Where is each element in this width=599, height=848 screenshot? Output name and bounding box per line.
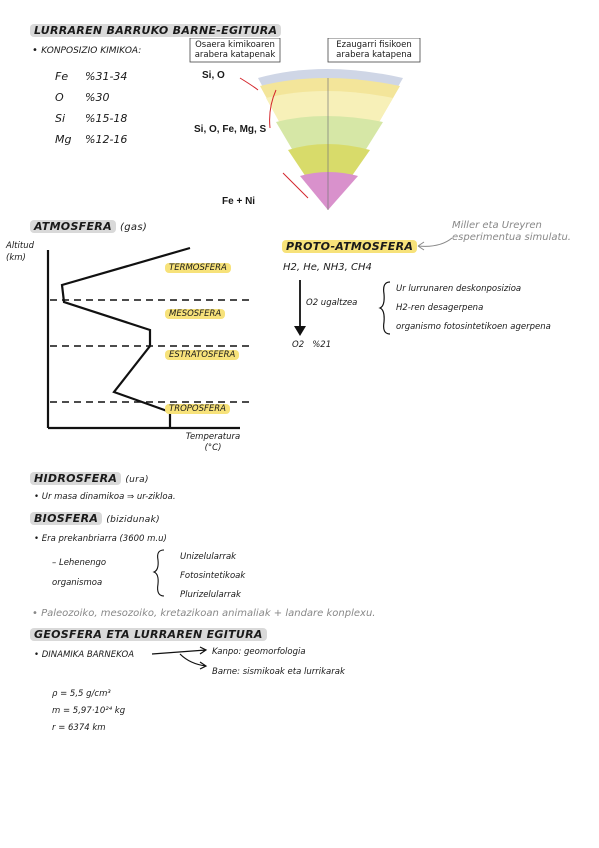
layer-label-stratosphere: Estratosfera bbox=[165, 350, 240, 360]
o2-result: O2 %21 bbox=[292, 340, 332, 350]
earth-wedge-svg bbox=[189, 37, 421, 210]
composition-row: Fe%31-34 bbox=[55, 70, 128, 83]
cause-item: Ur lurrunaren deskonposizioa bbox=[396, 284, 522, 294]
earth-mass: m = 5,97·10²⁴ kg bbox=[52, 706, 126, 716]
diagram-label-mantle: Si, O, Fe, Mg, S bbox=[194, 124, 267, 135]
causes-list: Ur lurrunaren deskonposizioa H2-ren desa… bbox=[396, 280, 551, 337]
external-dynamics: Kanpo: geomorfologia bbox=[212, 647, 306, 657]
layer-label-mesosphere: Mesosfera bbox=[165, 309, 226, 319]
section-title-geosphere: Geosfera eta lurraren egitura bbox=[30, 628, 267, 641]
earth-stats: ρ = 5,5 g/cm³ m = 5,97·10²⁴ kg r = 6374 … bbox=[52, 686, 125, 737]
proto-atmosphere-title: Proto-atmosfera bbox=[282, 240, 418, 253]
organism-brace bbox=[152, 549, 165, 597]
layer-label-troposphere: Troposfera bbox=[165, 404, 230, 414]
composition-row: Mg%12-16 bbox=[55, 133, 128, 146]
diagram-box-physical: Ezaugarri fisikoen arabera katapena bbox=[336, 40, 412, 60]
o2-arrow bbox=[294, 280, 306, 336]
precambrian-line: • Era prekanbriarra (3600 m.u) bbox=[34, 534, 167, 544]
dynamics-bullet: • Dinamika barnekoa bbox=[34, 650, 135, 660]
section-title-atmosphere: Atmosfera (gas) bbox=[30, 220, 147, 233]
dynamics-arrows bbox=[151, 646, 208, 670]
miller-urey-note: Miller eta Ureyren esperimentua simulatu… bbox=[452, 220, 571, 243]
section-title-biosphere: Biosfera (bizidunak) bbox=[30, 512, 160, 525]
atmosphere-x-axis-label: Temperatura (°C) bbox=[185, 432, 241, 453]
section-title-earth-structure: Lurraren barruko barne-egitura bbox=[30, 24, 282, 37]
layer-label-thermosphere: Termosfera bbox=[165, 263, 231, 273]
composition-row: O%30 bbox=[55, 91, 110, 104]
proto-atmosphere-formula: H2, He, NH3, CH4 bbox=[283, 262, 372, 273]
earth-radius: r = 6374 km bbox=[52, 723, 106, 733]
internal-dynamics: Barne: sismikoak eta lurrikarak bbox=[212, 667, 345, 677]
atmosphere-y-axis-label: Altitud (km) bbox=[6, 241, 34, 263]
diagram-box-chemical: Osaera kimikoaren arabera katapenak bbox=[194, 40, 276, 60]
composition-list: Fe%31-34 O%30 Si%15-18 Mg%12-16 bbox=[55, 66, 127, 150]
paleozoic-note: • Paleozoiko, mesozoiko, kretazikoan ani… bbox=[32, 608, 376, 619]
earth-structure-diagram: Osaera kimikoaren arabera katapenak Ezau… bbox=[188, 37, 428, 213]
organism-item: Unizelularrak bbox=[180, 552, 237, 562]
diagram-label-crust: Si, O bbox=[202, 70, 225, 81]
organism-item: Plurizelularrak bbox=[180, 590, 241, 600]
cause-item: organismo fotosintetikoen agerpena bbox=[396, 322, 551, 332]
note-arrow bbox=[417, 237, 453, 251]
diagram-label-core: Fe + Ni bbox=[222, 196, 256, 207]
o2-increase-label: O2 ugaltzea bbox=[306, 298, 358, 308]
earth-density: ρ = 5,5 g/cm³ bbox=[52, 689, 111, 699]
section-title-hydrosphere: Hidrosfera (ura) bbox=[30, 472, 149, 485]
hydrosphere-bullet: • Ur masa dinamikoa ⇒ ur-zikloa. bbox=[34, 492, 176, 502]
organism-list: Unizelularrak Fotosintetikoak Plurizelul… bbox=[180, 548, 245, 605]
composition-row: Si%15-18 bbox=[55, 112, 128, 125]
organism-item: Fotosintetikoak bbox=[180, 571, 246, 581]
atmosphere-profile-svg bbox=[46, 246, 250, 430]
first-organism-label: – Lehenengo organismoa bbox=[52, 558, 107, 588]
causes-brace bbox=[378, 281, 391, 335]
composition-bullet: • Konposizio kimikoa: bbox=[32, 45, 142, 56]
cause-item: H2-ren desagerpena bbox=[396, 303, 484, 313]
